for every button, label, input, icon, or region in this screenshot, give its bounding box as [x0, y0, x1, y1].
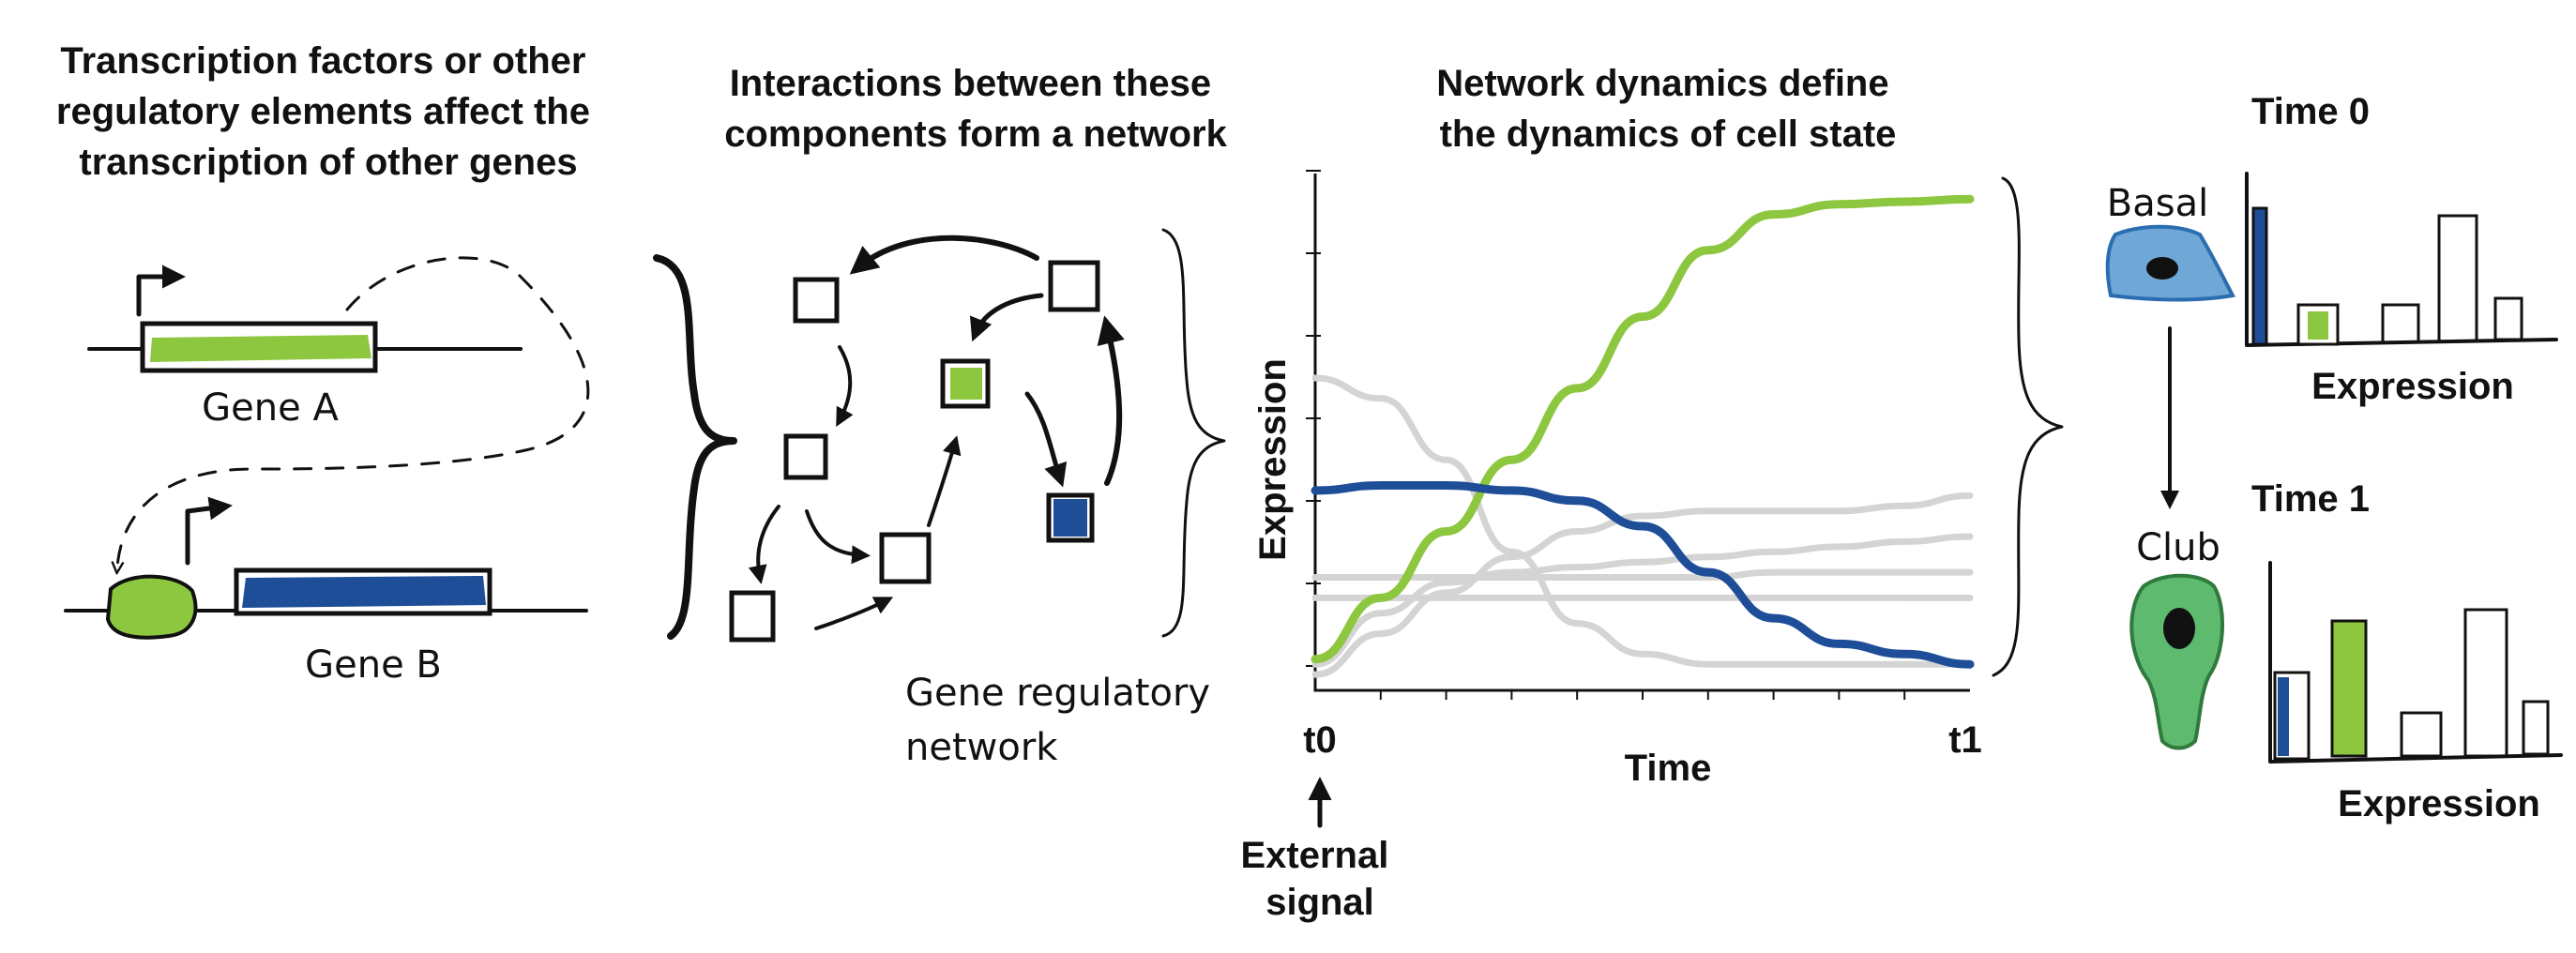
regulation-loop-dashed-arrow — [117, 256, 590, 567]
network-node-blue-fill — [1053, 499, 1087, 537]
network-node-green — [940, 358, 991, 409]
time-0-bar-blue — [2251, 206, 2268, 346]
time-0-bar-4 — [2437, 214, 2478, 343]
gene-a-green-fill — [150, 335, 371, 362]
network-node-2 — [1048, 260, 1100, 312]
basal-cell-label: Basal — [2107, 182, 2208, 225]
chart-axis-lines — [1313, 174, 1970, 692]
time-1-bar-4 — [2463, 608, 2508, 758]
club-cell-nucleus-icon — [2163, 608, 2195, 649]
network-arrow-green-to-blue — [1024, 391, 1068, 488]
chart-tick-t0: t0 — [1303, 719, 1337, 761]
cell-state-panel: Time 0 Time 1 Basal Club Expression — [2105, 91, 2563, 824]
network-caption: Gene regulatory network — [905, 672, 1222, 769]
network-arrow-node2-to-green — [969, 293, 1044, 342]
time-0-bar-5 — [2493, 296, 2523, 341]
network-node-5 — [729, 590, 776, 643]
network-panel: Interactions between these components fo… — [653, 63, 1228, 769]
dynamics-title-line-1: Network dynamics define — [1436, 63, 1888, 104]
chart-y-label: Expression — [1252, 358, 1294, 561]
transcription-factor-blob — [105, 574, 198, 640]
network-node-1 — [793, 277, 840, 324]
club-cell-label: Club — [2136, 526, 2220, 569]
time-1-expression-label: Expression — [2338, 783, 2540, 824]
transcription-title-line-3: transcription of other genes — [79, 142, 577, 183]
transcription-panel: Transcription factors or other regulator… — [56, 40, 600, 687]
network-caption-line-2: network — [905, 726, 1058, 769]
network-arrow-node3-to-node5 — [748, 505, 780, 584]
expression-bars-time-1: Expression — [2268, 561, 2563, 824]
time-1-bar-3 — [2400, 711, 2443, 758]
network-node-green-fill — [950, 368, 982, 400]
network-node-4 — [879, 532, 932, 584]
gene-b-blue-fill — [242, 576, 486, 608]
network-node-3 — [783, 433, 828, 480]
time-0-bar-green — [2308, 311, 2328, 340]
time-1-bar-blue — [2278, 677, 2289, 756]
time-1-bar-5 — [2522, 700, 2550, 756]
network-arrow-node4-to-green — [927, 435, 962, 527]
network-arrow-node3-to-node4 — [805, 509, 871, 565]
basal-cell-nucleus-icon — [2146, 257, 2178, 280]
series-line-green-0 — [1311, 194, 1975, 664]
gene-a-promoter-arrow — [136, 265, 186, 317]
time-0-axes — [2245, 172, 2558, 347]
dynamics-title: Network dynamics define the dynamics of … — [1436, 63, 1900, 155]
time-0-label: Time 0 — [2251, 91, 2370, 132]
time-0-expression-label: Expression — [2311, 366, 2514, 407]
transcription-title-line-2: regulatory elements affect the — [56, 91, 590, 132]
network-title-line-1: Interactions between these — [730, 63, 1211, 104]
external-signal-line-2: signal — [1265, 882, 1374, 923]
gene-b-promoter-arrow — [185, 496, 233, 566]
time-0-bar-3 — [2381, 303, 2420, 344]
external-signal-line-1: External — [1241, 835, 1389, 876]
network-arrow-blue-to-node2 — [1097, 315, 1125, 486]
dynamics-title-line-2: the dynamics of cell state — [1440, 113, 1897, 155]
network-right-brace — [1161, 228, 1226, 638]
chart-tick-t1: t1 — [1948, 719, 1982, 761]
network-caption-line-1: Gene regulatory — [905, 672, 1210, 715]
gene-b: Gene B — [64, 496, 588, 687]
network-arrow-node1-to-node3 — [836, 345, 854, 428]
club-cell-icon — [2129, 573, 2224, 750]
transcription-title-line-1: Transcription factors or other — [60, 40, 585, 82]
network-arrow-node2-to-node1 — [849, 234, 1039, 275]
expression-bars-time-0: Expression — [2245, 172, 2558, 407]
chart-x-label: Time — [1625, 748, 1712, 789]
chart-axes — [1306, 170, 1970, 700]
network-left-brace — [653, 254, 737, 640]
series-line-blue-1 — [1311, 480, 1975, 669]
gene-b-label: Gene B — [305, 643, 442, 687]
dynamics-right-brace — [1992, 176, 2064, 677]
gene-a-label: Gene A — [202, 386, 339, 430]
network-title: Interactions between these components fo… — [724, 63, 1227, 155]
time-1-label: Time 1 — [2251, 478, 2370, 520]
series-line-grey-2 — [1311, 374, 1974, 668]
network-node-blue — [1046, 492, 1095, 543]
external-signal-label: External signal — [1241, 835, 1400, 923]
time-1-bar-green — [2330, 619, 2368, 758]
dynamics-panel: Network dynamics define the dynamics of … — [1241, 63, 2064, 923]
gene-a: Gene A — [87, 265, 523, 430]
network-arrow-node5-to-node4 — [814, 597, 894, 630]
series-line-grey-4 — [1311, 568, 1974, 582]
series-line-grey-6 — [1311, 533, 1974, 668]
time-1-axes — [2268, 561, 2563, 764]
network-title-line-2: components form a network — [724, 113, 1227, 155]
chart-series — [1311, 194, 1975, 678]
transcription-title: Transcription factors or other regulator… — [56, 40, 600, 183]
